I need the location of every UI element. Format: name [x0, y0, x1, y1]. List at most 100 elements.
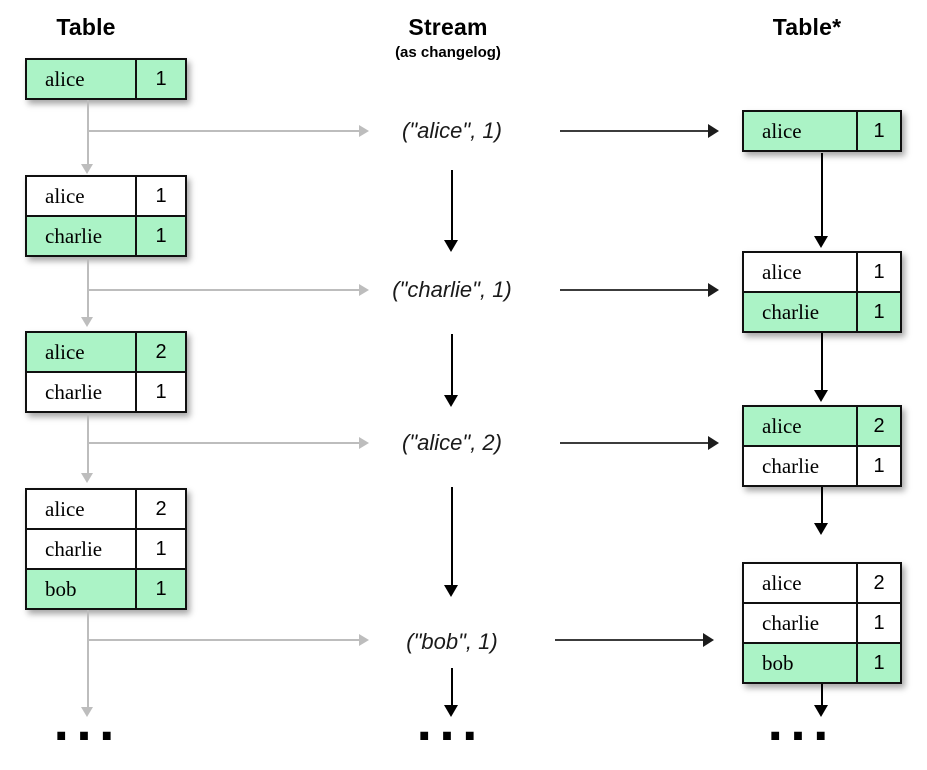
row-key: alice [45, 67, 85, 91]
table-row: charlie 1 [744, 602, 900, 642]
left-table-1: alice 1 [25, 58, 187, 100]
stream-flow-line [451, 668, 453, 705]
stream-flow-line [451, 170, 453, 240]
gray-arrowhead-down-icon [81, 164, 93, 174]
gray-branch-line [88, 639, 359, 641]
right-column-title: Table* [772, 14, 842, 40]
table-row: charlie 1 [27, 528, 185, 568]
row-value: 1 [135, 530, 185, 568]
left-table-3: alice 2 charlie 1 [25, 331, 187, 413]
row-key: alice [762, 119, 802, 143]
table-row: charlie 1 [27, 215, 185, 255]
row-key: charlie [45, 537, 103, 561]
gray-branch-line [88, 289, 359, 291]
ellipsis: ... [52, 700, 122, 751]
row-value: 2 [856, 564, 900, 602]
event-to-table-line [560, 130, 708, 132]
row-key: alice [762, 571, 802, 595]
row-key: bob [762, 651, 794, 675]
black-arrowhead-right-icon [708, 283, 719, 297]
black-arrowhead-down-icon [444, 240, 458, 252]
gray-branch-line [88, 130, 359, 132]
stream-event-2: ("charlie", 1) [392, 277, 512, 302]
row-key: alice [45, 340, 85, 364]
table-row: alice 2 [27, 333, 185, 371]
right-table-4: alice 2 charlie 1 bob 1 [742, 562, 902, 684]
row-value: 1 [135, 373, 185, 411]
stream-event-4: ("bob", 1) [406, 629, 498, 654]
gray-connector-line [87, 258, 89, 317]
event-to-table-line [560, 442, 708, 444]
gray-arrowhead-right-icon [359, 125, 369, 137]
table-flow-line [821, 684, 823, 705]
black-arrowhead-down-icon [814, 236, 828, 248]
row-value: 1 [135, 60, 185, 98]
gray-arrowhead-down-icon [81, 317, 93, 327]
row-key: charlie [45, 224, 103, 248]
row-value: 1 [856, 293, 900, 331]
table-row: alice 1 [27, 177, 185, 215]
row-value: 1 [856, 604, 900, 642]
stream-flow-line [451, 487, 453, 585]
stream-event-3: ("alice", 2) [402, 430, 502, 455]
black-arrowhead-down-icon [814, 523, 828, 535]
gray-branch-line [88, 442, 359, 444]
gray-connector-line [87, 100, 89, 166]
row-key: charlie [762, 611, 820, 635]
gray-connector-line [87, 610, 89, 707]
row-key: charlie [45, 380, 103, 404]
row-value: 2 [856, 407, 900, 445]
row-key: charlie [762, 300, 820, 324]
row-value: 1 [135, 570, 185, 608]
black-arrowhead-right-icon [708, 124, 719, 138]
black-arrowhead-right-icon [708, 436, 719, 450]
table-row: charlie 1 [27, 371, 185, 411]
black-arrowhead-down-icon [814, 390, 828, 402]
left-table-2: alice 1 charlie 1 [25, 175, 187, 257]
gray-arrowhead-right-icon [359, 437, 369, 449]
black-arrowhead-down-icon [444, 705, 458, 717]
row-key: alice [45, 497, 85, 521]
ellipsis: ... [766, 700, 836, 751]
ellipsis: ... [415, 700, 485, 751]
black-arrowhead-down-icon [814, 705, 828, 717]
row-value: 1 [856, 644, 900, 682]
gray-arrowhead-down-icon [81, 707, 93, 717]
row-value: 1 [135, 217, 185, 255]
table-row: charlie 1 [744, 291, 900, 331]
row-value: 1 [856, 447, 900, 485]
table-row: alice 2 [27, 490, 185, 528]
middle-column-subtitle: (as changelog) [395, 44, 501, 61]
table-flow-line [821, 487, 823, 523]
table-row: alice 2 [744, 564, 900, 602]
gray-arrowhead-right-icon [359, 284, 369, 296]
stream-event-1: ("alice", 1) [402, 118, 502, 143]
table-flow-line [821, 153, 823, 236]
right-table-1: alice 1 [742, 110, 902, 152]
table-row: bob 1 [27, 568, 185, 608]
row-value: 2 [135, 490, 185, 528]
row-key: alice [762, 260, 802, 284]
table-row: bob 1 [744, 642, 900, 682]
left-table-4: alice 2 charlie 1 bob 1 [25, 488, 187, 610]
gray-arrowhead-right-icon [359, 634, 369, 646]
black-arrowhead-right-icon [703, 633, 714, 647]
row-value: 2 [135, 333, 185, 371]
gray-arrowhead-down-icon [81, 473, 93, 483]
table-row: alice 1 [27, 60, 185, 98]
table-row: alice 1 [744, 112, 900, 150]
row-key: bob [45, 577, 77, 601]
row-value: 1 [135, 177, 185, 215]
event-to-table-line [560, 289, 708, 291]
table-flow-line [821, 333, 823, 390]
left-column-title: Table [56, 14, 116, 40]
row-key: alice [45, 184, 85, 208]
row-value: 1 [856, 112, 900, 150]
middle-column-title: Stream [408, 14, 488, 40]
